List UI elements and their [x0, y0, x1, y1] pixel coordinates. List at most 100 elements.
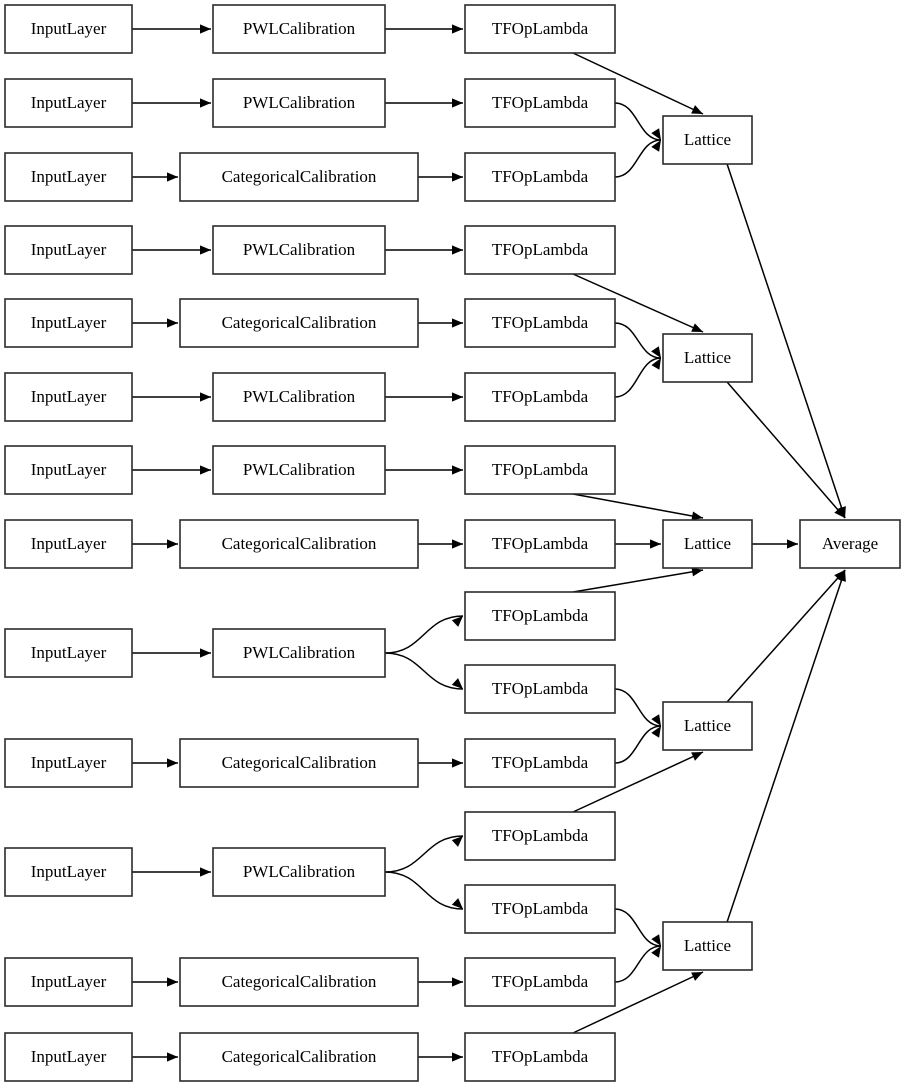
node-box-pwlcalibration[interactable]: [212, 4, 386, 54]
node-box-categorical-calibration[interactable]: [179, 519, 419, 569]
node-lam11[interactable]: TFOpLambda: [464, 738, 616, 788]
node-box-tfop-lambda[interactable]: [464, 225, 616, 275]
node-box-average[interactable]: [799, 519, 901, 569]
node-lam2[interactable]: TFOpLambda: [464, 78, 616, 128]
node-in7[interactable]: InputLayer: [4, 445, 133, 495]
node-box-tfop-lambda[interactable]: [464, 298, 616, 348]
node-box-input-layer[interactable]: [4, 957, 133, 1007]
node-box-input-layer[interactable]: [4, 519, 133, 569]
edge-arrowhead: [200, 392, 211, 402]
node-in10[interactable]: InputLayer: [4, 738, 133, 788]
node-label-tfop-lambda: TFOpLambda: [492, 679, 589, 698]
node-in13[interactable]: InputLayer: [4, 1032, 133, 1082]
node-cal10[interactable]: CategoricalCalibration: [179, 738, 419, 788]
node-box-tfop-lambda[interactable]: [464, 78, 616, 128]
node-box-tfop-lambda[interactable]: [464, 738, 616, 788]
node-cal1[interactable]: PWLCalibration: [212, 4, 386, 54]
node-lam7[interactable]: TFOpLambda: [464, 445, 616, 495]
node-lat3[interactable]: Lattice: [662, 519, 753, 569]
node-box-lattice[interactable]: [662, 701, 753, 751]
node-in3[interactable]: InputLayer: [4, 152, 133, 202]
edge-input-layer-to-categorical-calibration: [132, 758, 178, 768]
node-lam9[interactable]: TFOpLambda: [464, 591, 616, 641]
node-box-tfop-lambda[interactable]: [464, 372, 616, 422]
node-lam13[interactable]: TFOpLambda: [464, 884, 616, 934]
node-box-input-layer[interactable]: [4, 1032, 133, 1082]
node-box-lattice[interactable]: [662, 519, 753, 569]
node-box-input-layer[interactable]: [4, 152, 133, 202]
node-in1[interactable]: InputLayer: [4, 4, 133, 54]
node-box-tfop-lambda[interactable]: [464, 591, 616, 641]
node-lam8[interactable]: TFOpLambda: [464, 519, 616, 569]
node-in4[interactable]: InputLayer: [4, 225, 133, 275]
node-cal7[interactable]: PWLCalibration: [212, 445, 386, 495]
node-cal4[interactable]: PWLCalibration: [212, 225, 386, 275]
node-in6[interactable]: InputLayer: [4, 372, 133, 422]
node-box-categorical-calibration[interactable]: [179, 152, 419, 202]
node-box-tfop-lambda[interactable]: [464, 152, 616, 202]
node-box-pwlcalibration[interactable]: [212, 628, 386, 678]
edge-arrowhead: [651, 946, 661, 958]
node-box-input-layer[interactable]: [4, 78, 133, 128]
node-lam14[interactable]: TFOpLambda: [464, 957, 616, 1007]
node-box-tfop-lambda[interactable]: [464, 664, 616, 714]
node-box-pwlcalibration[interactable]: [212, 372, 386, 422]
node-lat2[interactable]: Lattice: [662, 333, 753, 383]
node-box-categorical-calibration[interactable]: [179, 957, 419, 1007]
node-box-categorical-calibration[interactable]: [179, 1032, 419, 1082]
node-in8[interactable]: InputLayer: [4, 519, 133, 569]
node-lam1[interactable]: TFOpLambda: [464, 4, 616, 54]
node-box-categorical-calibration[interactable]: [179, 738, 419, 788]
node-box-input-layer[interactable]: [4, 225, 133, 275]
node-lam4[interactable]: TFOpLambda: [464, 225, 616, 275]
node-box-tfop-lambda[interactable]: [464, 4, 616, 54]
node-box-tfop-lambda[interactable]: [464, 445, 616, 495]
node-box-tfop-lambda[interactable]: [464, 884, 616, 934]
edge-lattice-to-average: [726, 381, 846, 519]
node-box-pwlcalibration[interactable]: [212, 225, 386, 275]
node-cal9[interactable]: PWLCalibration: [212, 628, 386, 678]
node-in2[interactable]: InputLayer: [4, 78, 133, 128]
node-box-input-layer[interactable]: [4, 628, 133, 678]
node-box-input-layer[interactable]: [4, 372, 133, 422]
node-cal11[interactable]: PWLCalibration: [212, 847, 386, 897]
node-cal5[interactable]: CategoricalCalibration: [179, 298, 419, 348]
node-cal3[interactable]: CategoricalCalibration: [179, 152, 419, 202]
node-box-tfop-lambda[interactable]: [464, 957, 616, 1007]
node-box-pwlcalibration[interactable]: [212, 78, 386, 128]
node-box-input-layer[interactable]: [4, 4, 133, 54]
node-box-tfop-lambda[interactable]: [464, 519, 616, 569]
node-lam5[interactable]: TFOpLambda: [464, 298, 616, 348]
node-cal6[interactable]: PWLCalibration: [212, 372, 386, 422]
node-box-lattice[interactable]: [662, 333, 753, 383]
node-lam10[interactable]: TFOpLambda: [464, 664, 616, 714]
node-cal8[interactable]: CategoricalCalibration: [179, 519, 419, 569]
node-lat5[interactable]: Lattice: [662, 921, 753, 971]
edge-arrowhead: [167, 758, 178, 768]
node-box-input-layer[interactable]: [4, 298, 133, 348]
node-box-categorical-calibration[interactable]: [179, 298, 419, 348]
node-lam12[interactable]: TFOpLambda: [464, 811, 616, 861]
node-lam3[interactable]: TFOpLambda: [464, 152, 616, 202]
node-lat1[interactable]: Lattice: [662, 115, 753, 165]
node-cal13[interactable]: CategoricalCalibration: [179, 1032, 419, 1082]
node-cal2[interactable]: PWLCalibration: [212, 78, 386, 128]
node-lam15[interactable]: TFOpLambda: [464, 1032, 616, 1082]
node-in11[interactable]: InputLayer: [4, 847, 133, 897]
node-box-pwlcalibration[interactable]: [212, 445, 386, 495]
node-box-lattice[interactable]: [662, 115, 753, 165]
node-cal12[interactable]: CategoricalCalibration: [179, 957, 419, 1007]
node-in5[interactable]: InputLayer: [4, 298, 133, 348]
node-box-lattice[interactable]: [662, 921, 753, 971]
node-box-input-layer[interactable]: [4, 738, 133, 788]
node-box-input-layer[interactable]: [4, 445, 133, 495]
node-box-tfop-lambda[interactable]: [464, 811, 616, 861]
node-lat4[interactable]: Lattice: [662, 701, 753, 751]
node-box-pwlcalibration[interactable]: [212, 847, 386, 897]
node-in12[interactable]: InputLayer: [4, 957, 133, 1007]
node-box-tfop-lambda[interactable]: [464, 1032, 616, 1082]
node-lam6[interactable]: TFOpLambda: [464, 372, 616, 422]
node-box-input-layer[interactable]: [4, 847, 133, 897]
node-avg[interactable]: Average: [799, 519, 901, 569]
node-in9[interactable]: InputLayer: [4, 628, 133, 678]
